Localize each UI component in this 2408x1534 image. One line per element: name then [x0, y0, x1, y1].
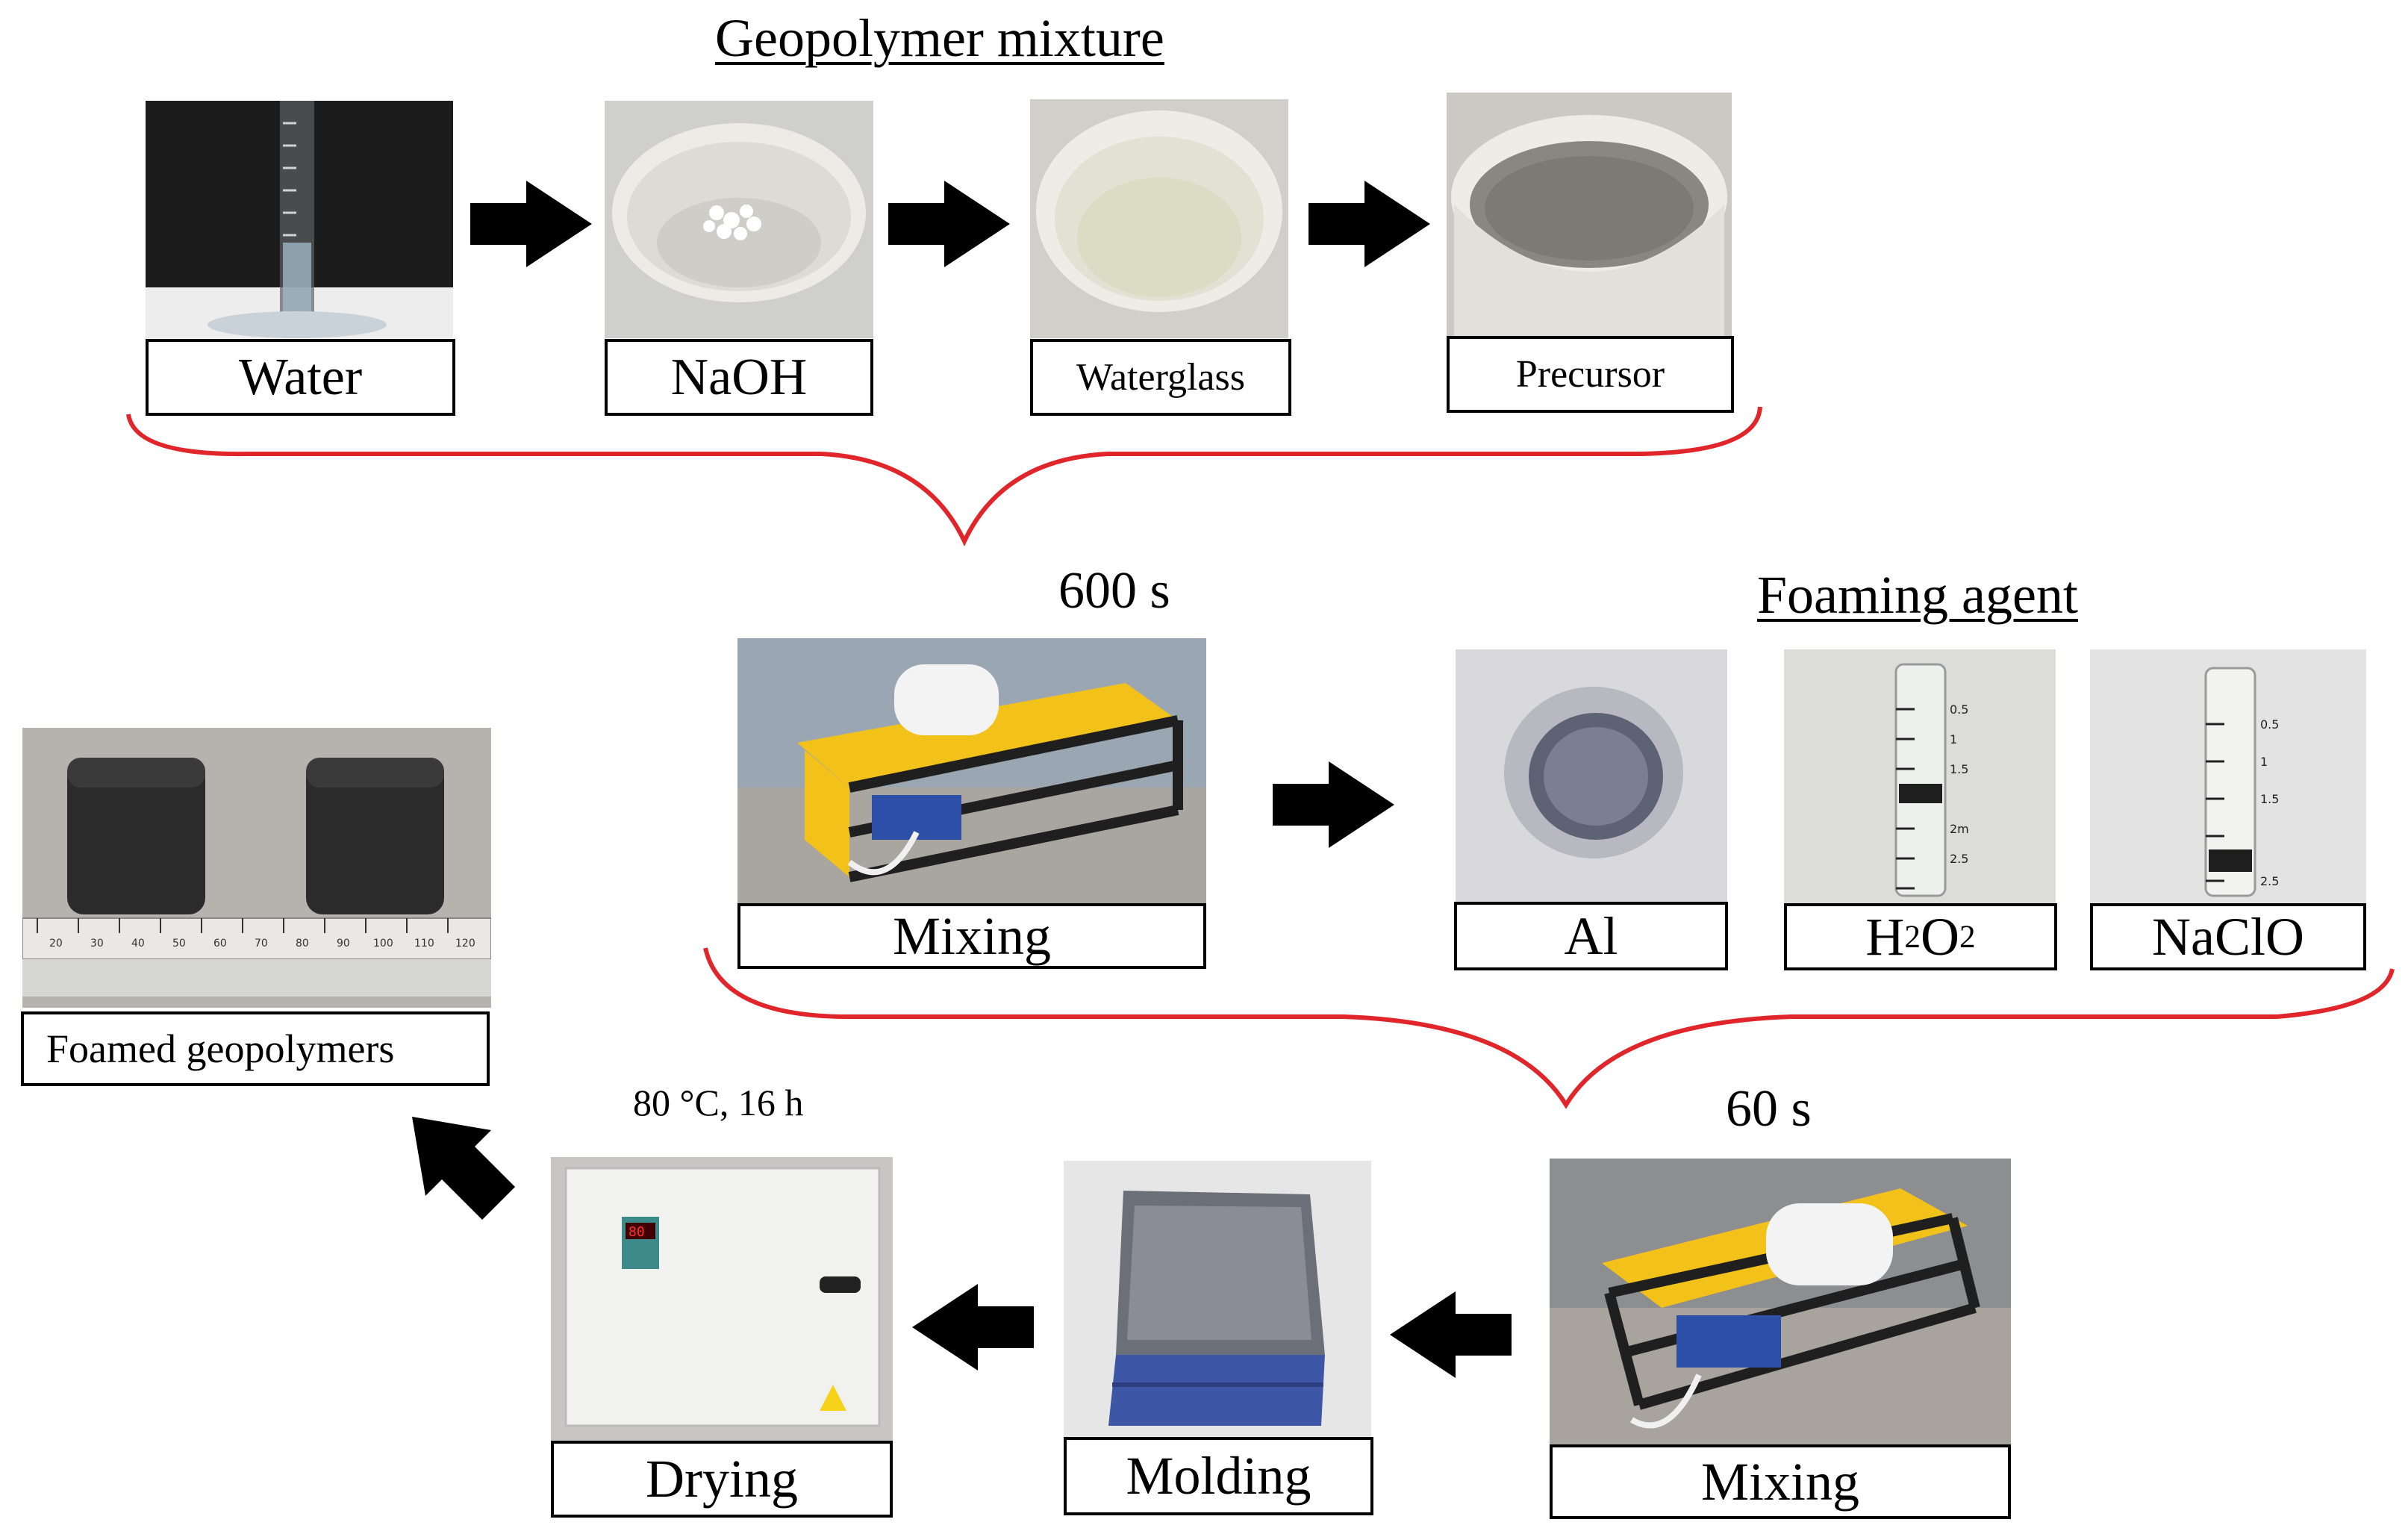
- label-naoh: NaOH: [605, 339, 873, 416]
- arrow-mixing-to-molding: [1390, 1291, 1512, 1378]
- arrow-mixing-to-foaming: [1273, 761, 1394, 848]
- label-mixing-1: Mixing: [737, 903, 1206, 969]
- heading-foaming-agent: Foaming agent: [1757, 565, 2078, 625]
- photo-drying: 80: [551, 1157, 893, 1442]
- arrow-naoh-to-waterglass: [888, 181, 1010, 267]
- syringe-tick-2: 1.5: [1950, 762, 1968, 776]
- brace-foaming: [703, 947, 2395, 1109]
- ruler-tick-100: 100: [373, 938, 393, 950]
- naclo-tick-1: 1: [2260, 755, 2268, 769]
- photo-water: [146, 101, 453, 338]
- syringe-tick-3: 2m: [1950, 822, 1969, 836]
- naclo-syringe-icon: 0.5 1 1.5 2.5: [2090, 649, 2366, 903]
- h2o2-sub-1: 2: [1904, 919, 1921, 955]
- photo-h2o2: 0.5 1 1.5 2m 2.5: [1784, 649, 2056, 903]
- h2o2-sub-2: 2: [1959, 919, 1976, 955]
- syringe-tick-4: 2.5: [1950, 852, 1968, 866]
- photo-naoh: [605, 101, 873, 338]
- aluminium-powder-icon: [1456, 649, 1727, 907]
- precursor-bowl-icon: [1447, 93, 1732, 336]
- label-water: Water: [146, 339, 455, 416]
- ruler-tick-90: 90: [337, 938, 350, 950]
- ruler-tick-50: 50: [172, 938, 186, 950]
- label-al: Al: [1454, 902, 1728, 970]
- naoh-bowl-icon: [605, 101, 873, 338]
- graduated-cylinder-icon: [146, 101, 453, 338]
- mixer-machine-icon-2: [1550, 1159, 2011, 1446]
- photo-waterglass: [1030, 99, 1288, 338]
- heading-geopolymer-mixture: Geopolymer mixture: [715, 8, 1164, 68]
- arrow-water-to-naoh: [470, 181, 592, 267]
- label-precursor: Precursor: [1447, 336, 1734, 413]
- naclo-tick-3: 2.5: [2260, 874, 2279, 888]
- label-naclo: NaClO: [2090, 903, 2366, 970]
- ruler-tick-60: 60: [213, 938, 227, 950]
- oven-display-readout: 80: [628, 1224, 645, 1240]
- photo-mixing-1: [737, 638, 1206, 903]
- syringe-tick-1: 1: [1950, 732, 1957, 746]
- ruler-tick-120: 120: [455, 938, 475, 950]
- mold-box-icon: [1064, 1161, 1371, 1441]
- mixer-machine-icon: [737, 638, 1206, 903]
- brace-geopolymer-mixture: [126, 406, 1762, 547]
- waterglass-bowl-icon: [1030, 99, 1288, 338]
- time-drying: 80 °C, 16 h: [633, 1082, 804, 1123]
- label-drying: Drying: [551, 1441, 893, 1518]
- time-second-mix: 60 s: [1726, 1080, 1812, 1138]
- foamed-blocks-icon: 20 30 40 50 60 70 80 90 100 110 120: [22, 728, 491, 1008]
- photo-mixing-2: [1550, 1159, 2011, 1446]
- drying-oven-icon: 80: [551, 1157, 893, 1442]
- ruler-tick-20: 20: [49, 938, 63, 950]
- ruler-tick-70: 70: [255, 938, 268, 950]
- syringe-tick-0: 0.5: [1950, 702, 1968, 717]
- naclo-tick-0: 0.5: [2260, 717, 2279, 732]
- h2o2-h: H: [1865, 906, 1905, 967]
- h2o2-o: O: [1921, 906, 1959, 967]
- photo-molding: [1064, 1161, 1371, 1441]
- time-first-mix: 600 s: [1058, 562, 1170, 620]
- photo-naclo: 0.5 1 1.5 2.5: [2090, 649, 2366, 903]
- h2o2-syringe-icon: 0.5 1 1.5 2m 2.5: [1784, 649, 2056, 903]
- ruler-tick-40: 40: [131, 938, 145, 950]
- naclo-tick-2: 1.5: [2260, 792, 2279, 806]
- arrow-drying-to-result: [412, 1117, 515, 1220]
- photo-al: [1456, 649, 1727, 907]
- ruler-tick-110: 110: [414, 938, 434, 950]
- arrow-molding-to-drying: [912, 1284, 1034, 1371]
- label-mixing-2: Mixing: [1550, 1444, 2011, 1519]
- photo-foamed-geopolymers: 20 30 40 50 60 70 80 90 100 110 120: [22, 728, 491, 1008]
- label-molding: Molding: [1064, 1437, 1373, 1515]
- label-waterglass: Waterglass: [1030, 339, 1291, 416]
- photo-precursor: [1447, 93, 1732, 336]
- ruler-tick-80: 80: [296, 938, 309, 950]
- ruler-tick-30: 30: [90, 938, 104, 950]
- label-foamed-geopolymers: Foamed geopolymers: [21, 1011, 490, 1086]
- arrow-waterglass-to-precursor: [1309, 181, 1430, 267]
